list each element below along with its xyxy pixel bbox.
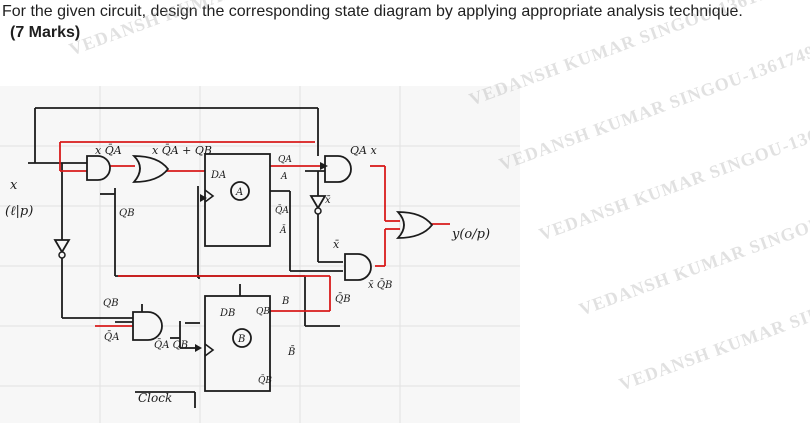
watermark: VEDANSH KUMAR SINGOU-13617492 [616,257,810,395]
node-b-label: B [281,296,289,307]
ff-a-input-label: DA [210,170,226,181]
ff-b-qbar-label: Q̄B [258,374,272,386]
output-label: y(o/p) [451,227,490,242]
circuit-figure: x (ℓ|p) x Q̄A x Q̄A + QB QB DA A QA Q̄A … [0,86,520,423]
watermark: VEDANSH KUMAR SINGOU-13617492 [576,182,810,320]
watermark: VEDANSH KUMAR SINGOU-13617492 [496,37,810,175]
qb-label-top: QB [119,208,135,219]
xbar-mid-label: x̄ [325,195,331,206]
and4-label: Q̄A QB [154,339,188,351]
and3-label: x̄ Q̄B [368,279,392,291]
node-abar-label: Ā [279,224,287,236]
and2-label: QA x [350,144,377,157]
input-paren-label: (ℓ|p) [5,204,33,219]
ff-b-q-label: QB [256,307,270,317]
input-x-label: x [10,178,18,193]
qb-label-bottom: QB [103,298,119,309]
xbar-label: x̄ [333,238,340,251]
qbar-b-label: Q̄B [335,293,351,305]
ff-b-name: B [237,334,245,345]
marks-label: (7 Marks) [10,24,81,41]
qabar-label-bottom: Q̄A [104,331,119,343]
ff-a-qbar-label: Q̄A [275,204,289,216]
ff-b-input-label: DB [219,308,235,319]
or1-label: x Q̄A + QB [152,144,212,157]
question-text: For the given circuit, design the corres… [2,3,743,20]
circuit-diagram: x (ℓ|p) x Q̄A x Q̄A + QB QB DA A QA Q̄A … [0,86,520,423]
clock-label: Clock [138,391,172,405]
node-bbar-label: B̄ [287,346,295,358]
ff-a-q-label: QA [278,155,292,165]
and1-label: x Q̄A [95,144,122,157]
node-a-label: A [280,172,288,182]
ff-a-name: A [235,187,243,198]
watermark: VEDANSH KUMAR SINGOU-13617492 [536,107,810,245]
